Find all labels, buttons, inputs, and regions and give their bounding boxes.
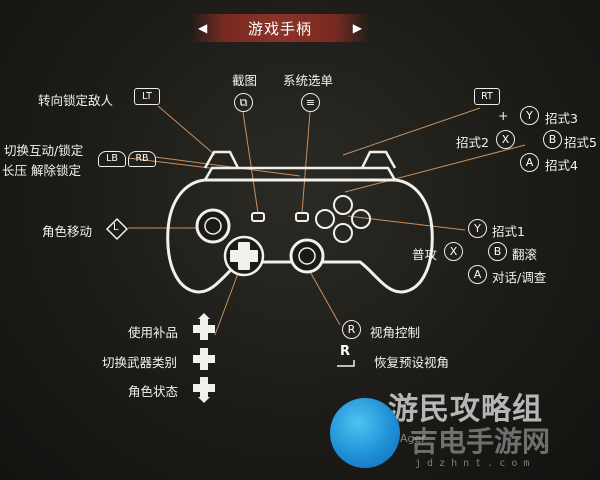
b-combo-label: 招式5 bbox=[564, 135, 597, 150]
rt-tag: RT bbox=[474, 88, 500, 105]
char-status-label: 角色状态 bbox=[128, 384, 179, 399]
watermark-url: j d z h n t . c o m bbox=[415, 458, 530, 469]
a-button-icon-2: A bbox=[468, 265, 487, 284]
screenshot-icon: ⧉ bbox=[234, 93, 253, 112]
use-item-label: 使用补品 bbox=[128, 325, 179, 340]
dpad bbox=[223, 235, 265, 277]
dpad-left-right-icon bbox=[193, 348, 215, 370]
a-button-icon: A bbox=[520, 153, 539, 172]
next-arrow-icon[interactable]: ▶ bbox=[352, 21, 362, 35]
controller-shoulder bbox=[202, 166, 398, 182]
attack-label: 普攻 bbox=[412, 247, 438, 262]
page-title: 游戏手柄 bbox=[247, 19, 312, 38]
x-combo-label: 招式2 bbox=[456, 135, 489, 150]
talk-label: 对话/调查 bbox=[492, 270, 547, 285]
menu-button-shape bbox=[295, 212, 309, 222]
right-stick-icon: R bbox=[342, 320, 361, 339]
plus-sign: + bbox=[498, 108, 509, 123]
y-combo-label: 招式3 bbox=[545, 111, 578, 126]
lb-bumper-shape bbox=[203, 150, 240, 169]
y-button-icon-2: Y bbox=[468, 219, 487, 238]
watermark-logo-icon bbox=[330, 398, 400, 468]
dpad-up-icon bbox=[193, 313, 215, 340]
left-stick-glyph: L bbox=[113, 222, 119, 233]
prev-arrow-icon[interactable]: ◀ bbox=[198, 21, 208, 35]
rb-tag: RB bbox=[128, 151, 156, 167]
rb-bumper-shape bbox=[360, 150, 397, 169]
watermark-top-text: 游民攻略组 bbox=[388, 392, 543, 427]
b-button-icon-2: B bbox=[488, 242, 507, 261]
x-button-icon: X bbox=[496, 130, 515, 149]
camera-label: 视角控制 bbox=[370, 325, 421, 340]
y-button-icon: Y bbox=[520, 106, 539, 125]
reset-camera-icon: R bbox=[340, 344, 351, 359]
reset-camera-label: 恢复预设视角 bbox=[374, 355, 450, 370]
move-diamond-icon bbox=[105, 217, 129, 241]
a-combo-label: 招式4 bbox=[545, 158, 578, 173]
roll-label: 翻滚 bbox=[512, 247, 538, 262]
lt-tag: LT bbox=[134, 88, 160, 105]
page-title-bar: ◀ 游戏手柄 ▶ bbox=[190, 14, 370, 42]
controller-body bbox=[166, 178, 434, 294]
lb-tag: LB bbox=[98, 151, 126, 167]
right-stick bbox=[289, 238, 325, 274]
view-button-shape bbox=[251, 212, 265, 222]
left-stick bbox=[195, 208, 231, 244]
lt-label: 转向锁定敌人 bbox=[38, 93, 114, 108]
lb-rb-label-line2: 长压 解除锁定 bbox=[2, 163, 81, 178]
watermark-small: Ager bbox=[400, 432, 426, 445]
switch-weapon-label: 切换武器类别 bbox=[102, 355, 178, 370]
screenshot-label: 截图 bbox=[232, 73, 258, 88]
menu-label: 系统选单 bbox=[283, 73, 334, 88]
b-button-icon: B bbox=[543, 130, 562, 149]
menu-icon: ≡ bbox=[301, 93, 320, 112]
face-buttons bbox=[315, 195, 371, 243]
reset-camera-arrow bbox=[337, 360, 355, 367]
dpad-down-icon bbox=[193, 377, 215, 403]
move-label: 角色移动 bbox=[42, 224, 93, 239]
x-button-icon-2: X bbox=[444, 242, 463, 261]
lb-rb-label-line1: 切换互动/锁定 bbox=[4, 143, 84, 158]
watermark-bottom-text: 吉电手游网 bbox=[410, 425, 551, 458]
y-action-label: 招式1 bbox=[492, 224, 525, 239]
leader-lines bbox=[127, 105, 526, 336]
